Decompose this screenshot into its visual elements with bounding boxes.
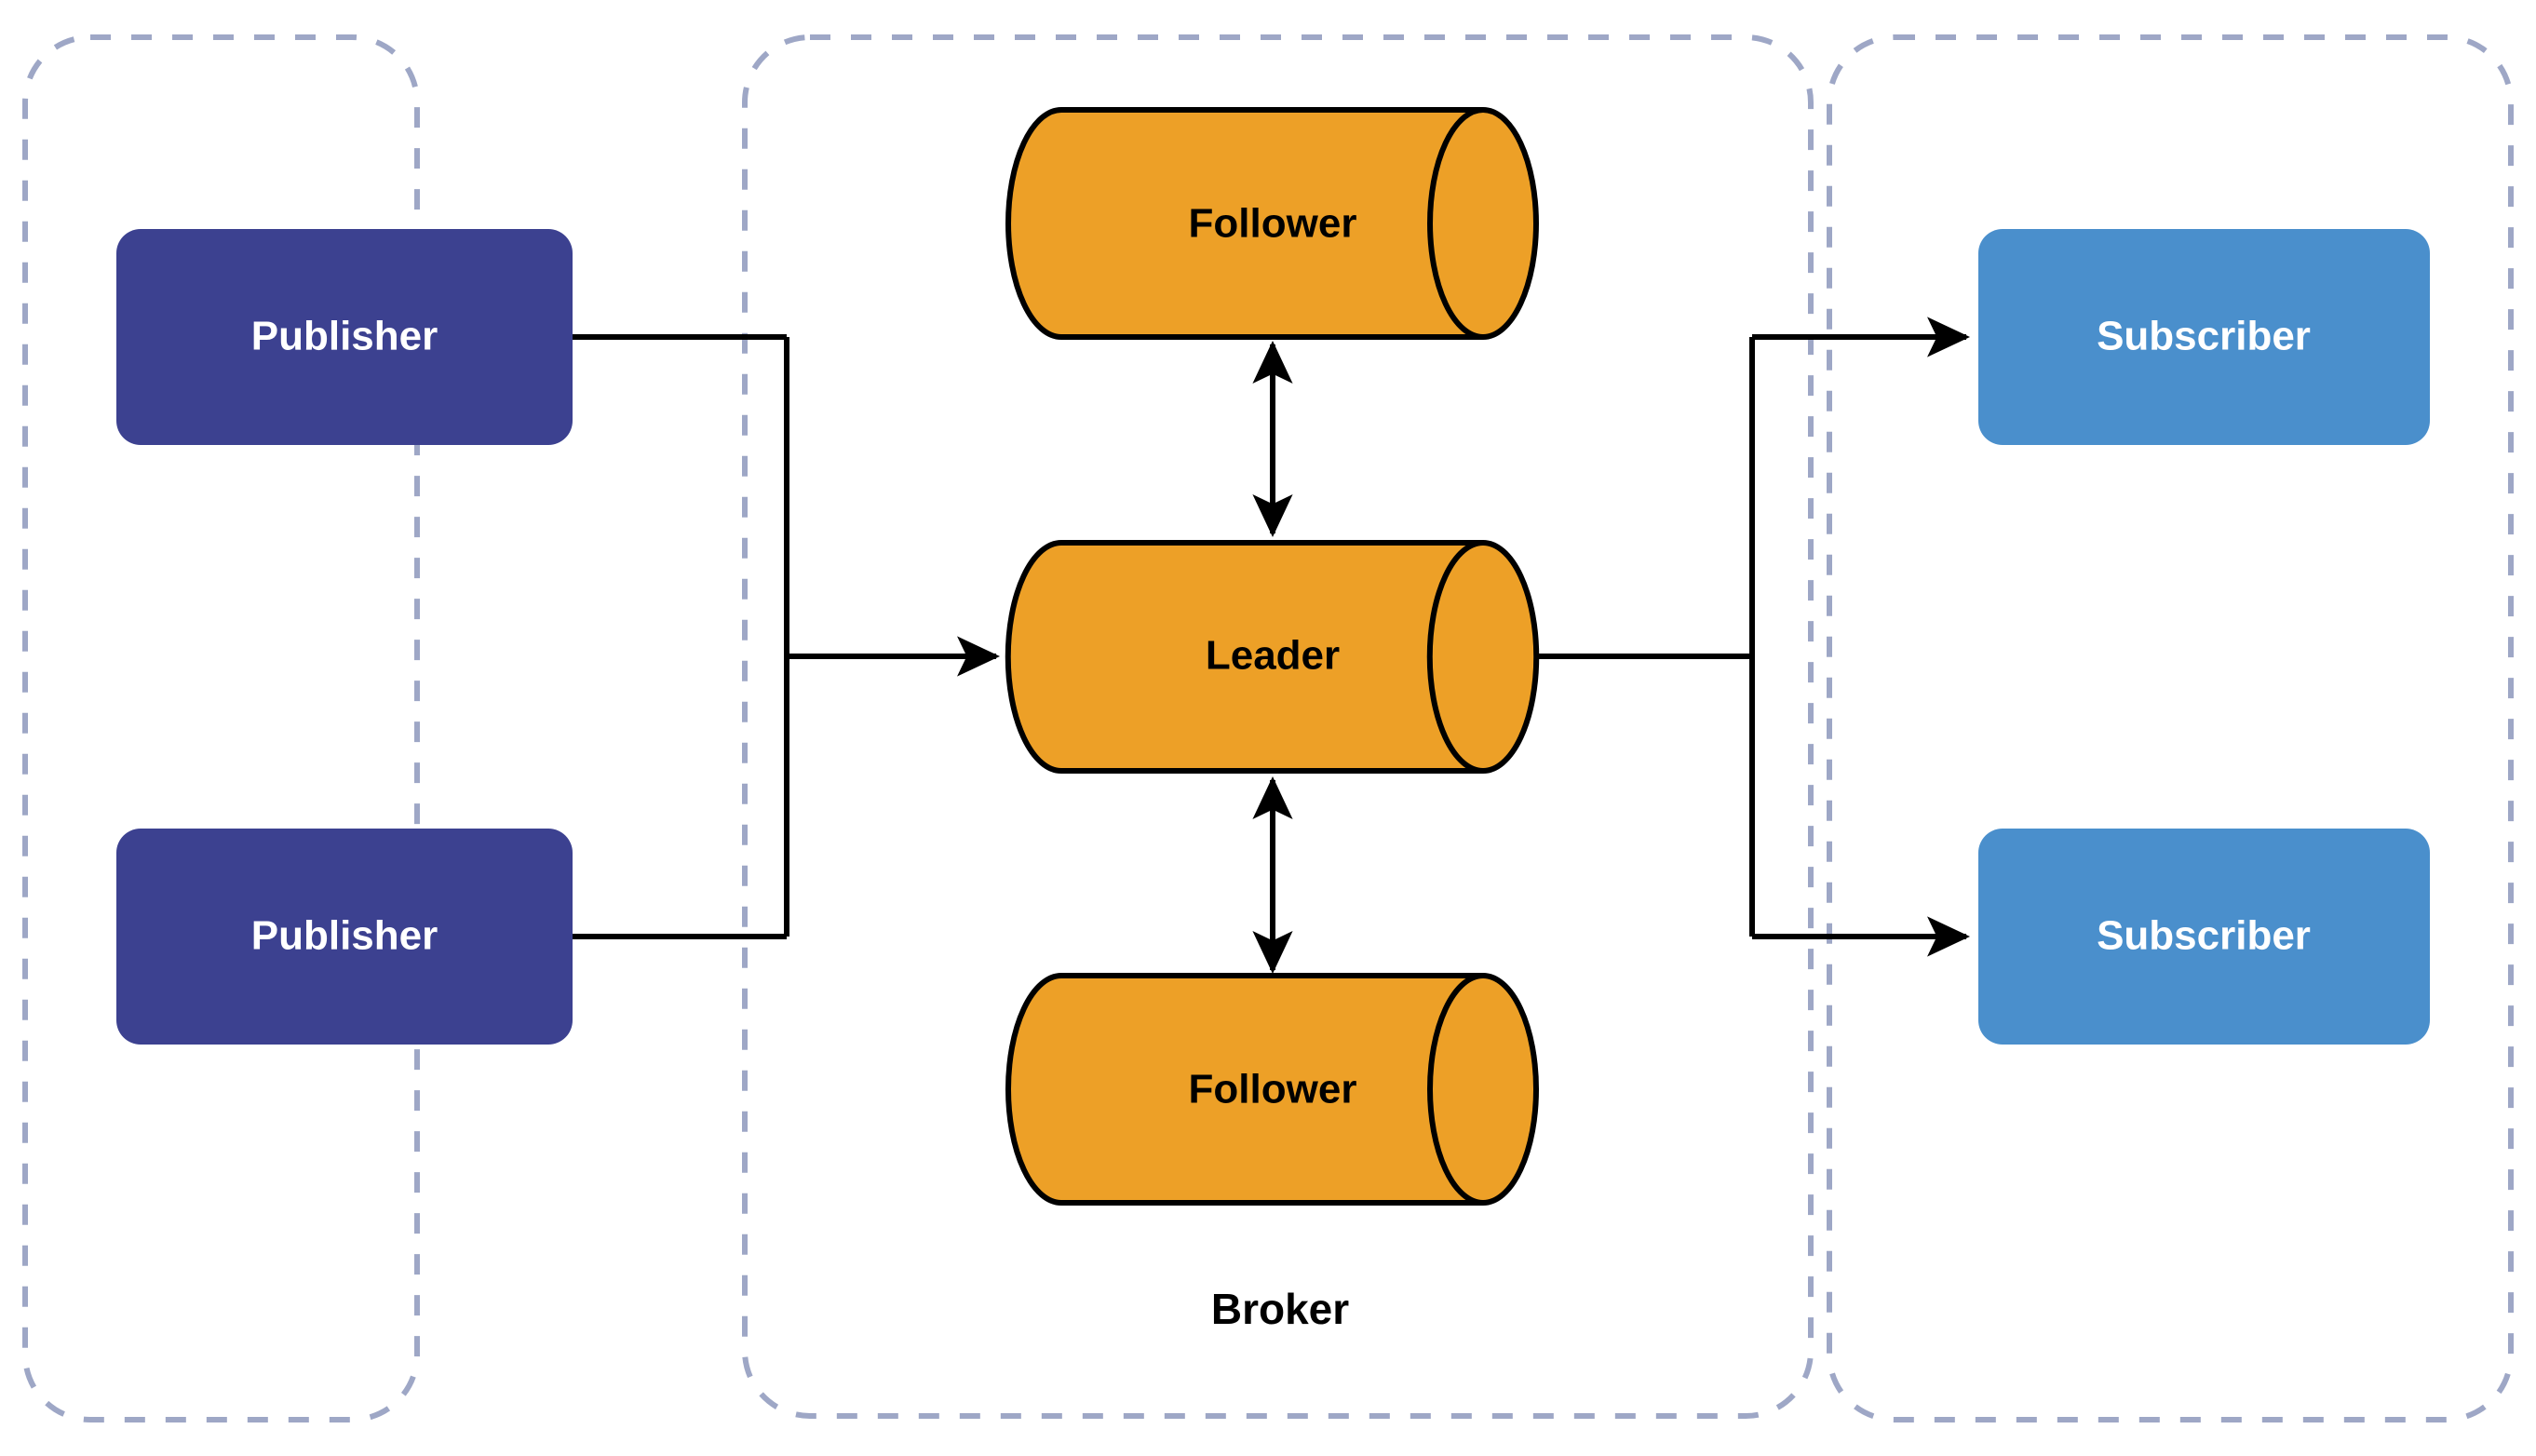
follower-bottom-label: Follower [1189,1067,1357,1112]
connectors [573,317,1970,974]
publisher-top-node[interactable]: Publisher [116,229,573,445]
subscriber-bottom-label: Subscriber [2097,913,2311,959]
publisher-bottom-node[interactable]: Publisher [116,829,573,1045]
publisher-bottom-shape[interactable] [116,829,573,1045]
broker-group-frame [742,34,1814,1419]
subscriber-top-node[interactable]: Subscriber [1978,229,2430,445]
subscribers-group-frame [1827,34,2514,1422]
follower-bottom-cap-ellipse [1427,973,1484,1206]
publisher-bottom-label: Publisher [251,913,438,959]
publisher-top-shape[interactable] [116,229,573,445]
publishers-group-frame [22,34,420,1422]
leader-label: Leader [1206,633,1340,679]
subscriber-bottom-node[interactable]: Subscriber [1978,829,2430,1045]
leader-node[interactable]: Leader [1005,540,1540,774]
follower-top-cap-ellipse [1427,107,1484,340]
subscriber-bottom-shape[interactable] [1978,829,2430,1045]
leader-cap-ellipse [1426,540,1484,774]
broker-group-label: Broker [1211,1285,1349,1333]
subscriber-top-label: Subscriber [2097,314,2311,359]
follower-top-label: Follower [1189,201,1357,247]
follower-top-node[interactable]: Follower [1005,107,1539,340]
publisher-top-label: Publisher [251,314,438,359]
group-frames [22,34,2514,1422]
follower-bottom-node[interactable]: Follower [1005,973,1539,1206]
subscriber-top-shape[interactable] [1978,229,2430,445]
